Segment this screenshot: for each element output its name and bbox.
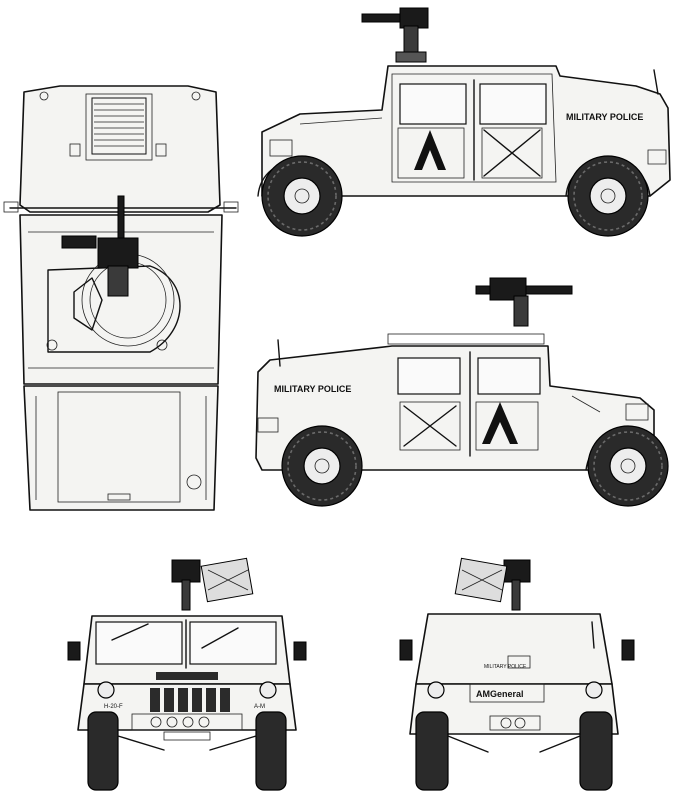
front-bumper-left-code: H-20-F: [104, 704, 123, 710]
top-machine-gun: [61, 195, 139, 297]
turret-ring: [46, 253, 181, 353]
rear-machine-gun: [454, 557, 531, 611]
front-grille: [150, 688, 230, 712]
side-view-left: MILITARY POLICE: [257, 7, 671, 237]
side2-door-marking: MILITARY POLICE: [274, 384, 351, 394]
rear-plate-text: MILITARY POLICE: [484, 664, 527, 670]
chevron-marking-icon: [414, 130, 446, 170]
front-machine-gun: [171, 557, 254, 611]
front-bumper-right-code: A-M: [254, 704, 265, 710]
rear-manufacturer-text: AMGeneral: [476, 689, 524, 699]
hood-vent: [91, 97, 147, 155]
side1-door-marking: MILITARY POLICE: [566, 112, 643, 122]
chevron-marking-icon-2: [482, 402, 518, 444]
side-view-right: MILITARY POLICE: [255, 277, 669, 507]
top-view: [3, 85, 239, 511]
front-view: H-20-F A-M: [67, 557, 307, 791]
side1-machine-gun: [361, 7, 429, 63]
side2-machine-gun: [475, 277, 573, 327]
rear-view: MILITARY POLICE AMGeneral: [399, 557, 635, 791]
